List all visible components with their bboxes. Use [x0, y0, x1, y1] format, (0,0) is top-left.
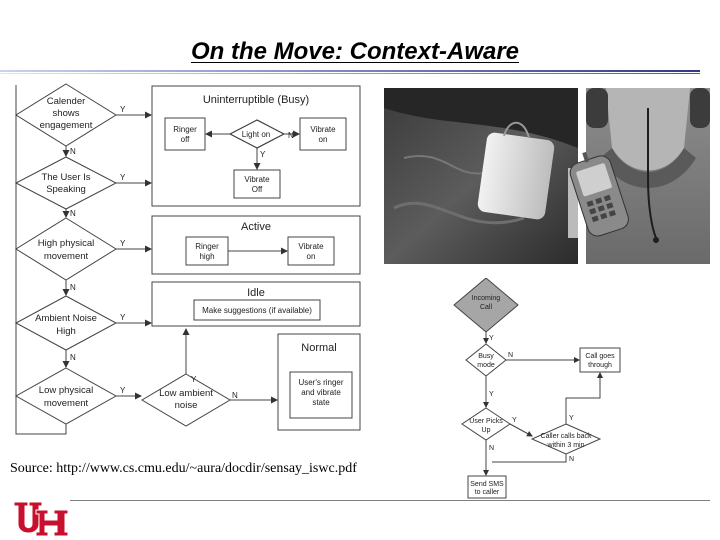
no-label: N — [569, 456, 574, 463]
decision-speaking-label-2: Speaking — [46, 184, 86, 195]
incoming-label-2: Call — [480, 304, 493, 311]
decision-diamond-low-noise — [141, 373, 231, 427]
pda-device-image — [569, 151, 629, 237]
ringer-high-label-1: Ringer — [195, 242, 219, 251]
normal-detail-box — [289, 371, 353, 419]
decision-low-noise-label-2: noise — [175, 400, 198, 411]
decision-calendar-label-2: shows — [53, 108, 80, 119]
vibrate-off-label-2: Off — [252, 185, 263, 194]
decision-diamond-high-movement — [15, 217, 117, 281]
vibrate-off-box — [233, 169, 281, 199]
ringer-off-box — [164, 117, 206, 151]
call-through-label-2: through — [588, 362, 612, 369]
suggestion-label: Make suggestions (if available) — [202, 306, 312, 315]
decision-low-movement-label-1: Low physical — [39, 385, 93, 396]
vibrate-on-label-1: Vibrate — [310, 125, 336, 134]
neck-microphone-photo — [586, 88, 710, 264]
normal-detail-label-3: state — [312, 398, 330, 407]
no-label: N — [70, 283, 76, 292]
decision-diamond-low-movement — [14, 367, 118, 425]
caller-back-label-2: within 3 min — [547, 442, 585, 449]
no-label: N — [489, 445, 494, 452]
yes-label: Y — [120, 386, 126, 395]
normal-detail-label-1: User's ringer — [298, 378, 343, 387]
busy-mode-diamond — [465, 343, 507, 377]
call-through-label-1: Call goes — [585, 353, 615, 360]
ringer-high-label-2: high — [199, 252, 214, 261]
yes-label: Y — [512, 417, 517, 424]
no-label: N — [70, 209, 76, 218]
active-vibrate-on-label-1: Vibrate — [298, 242, 324, 251]
send-sms-box — [467, 475, 507, 499]
no-label: N — [508, 352, 513, 359]
yes-label: Y — [120, 313, 126, 322]
yes-label: Y — [569, 415, 574, 422]
decision-speaking-label-1: The User Is — [41, 172, 90, 183]
normal-detail-label-2: and vibrate — [301, 388, 341, 397]
vibrate-on-box — [299, 117, 347, 151]
user-picks-label-2: Up — [482, 427, 491, 434]
no-label: N — [232, 391, 238, 400]
caller-back-label-1: Caller calls back — [541, 433, 592, 440]
slide-title: On the Move: Context-Aware — [190, 38, 520, 65]
light-on-label: Light on — [242, 130, 270, 139]
decision-high-movement-label-1: High physical — [38, 238, 95, 249]
yes-label: Y — [191, 375, 197, 384]
idle-title: Idle — [247, 287, 265, 299]
no-label: N — [70, 147, 76, 156]
active-state-box — [151, 215, 361, 275]
title-rule — [0, 70, 700, 75]
busy-title: Uninterruptible (Busy) — [203, 94, 309, 106]
incoming-label-1: Incoming — [472, 295, 501, 302]
decision-low-noise-label-1: Low ambient — [159, 388, 213, 399]
decision-diamond-speaking — [14, 156, 118, 210]
footer-rule — [70, 500, 710, 501]
yes-label: Y — [120, 239, 126, 248]
source-citation: Source: http://www.cs.cmu.edu/~aura/docd… — [10, 461, 357, 476]
no-label: N — [288, 131, 294, 140]
uh-logo — [13, 501, 69, 537]
yes-label: Y — [120, 173, 126, 182]
active-vibrate-on-box — [287, 236, 335, 266]
decision-high-movement-label-2: movement — [44, 251, 89, 262]
active-title: Active — [241, 221, 271, 233]
yes-label: Y — [489, 391, 494, 398]
decision-calendar-label-1: Calender — [47, 96, 86, 107]
normal-state-box — [277, 333, 361, 431]
vibrate-on-label-2: on — [319, 135, 328, 144]
send-sms-label-1: Send SMS — [470, 481, 504, 488]
user-picks-label-1: User Picks — [469, 418, 503, 425]
ringer-off-label-1: Ringer — [173, 125, 197, 134]
ringer-off-label-2: off — [181, 135, 191, 144]
busy-state-box — [151, 85, 361, 207]
suggestion-box — [193, 299, 321, 321]
normal-title: Normal — [301, 342, 336, 354]
vibrate-off-label-1: Vibrate — [244, 175, 270, 184]
busy-mode-label-2: mode — [477, 362, 495, 369]
sensor-belt-photo — [384, 88, 578, 264]
yes-label: Y — [260, 150, 266, 159]
decision-low-movement-label-2: movement — [44, 398, 89, 409]
send-sms-label-2: to caller — [475, 489, 500, 496]
decision-ambient-label-2: High — [56, 326, 76, 337]
active-vibrate-on-label-2: on — [307, 252, 316, 261]
yes-label: Y — [489, 335, 494, 342]
busy-mode-label-1: Busy — [478, 353, 494, 360]
no-label: N — [70, 353, 76, 362]
call-handling-flowchart: Incoming Call Busy mode User Picks Up Ca… — [453, 278, 621, 499]
decision-ambient-label-1: Ambient Noise — [35, 313, 97, 324]
yes-label: Y — [120, 105, 126, 114]
context-flowchart: Calender shows engagement The User Is Sp… — [14, 83, 361, 435]
idle-state-box — [151, 281, 361, 327]
decision-calendar-label-3: engagement — [40, 120, 93, 131]
